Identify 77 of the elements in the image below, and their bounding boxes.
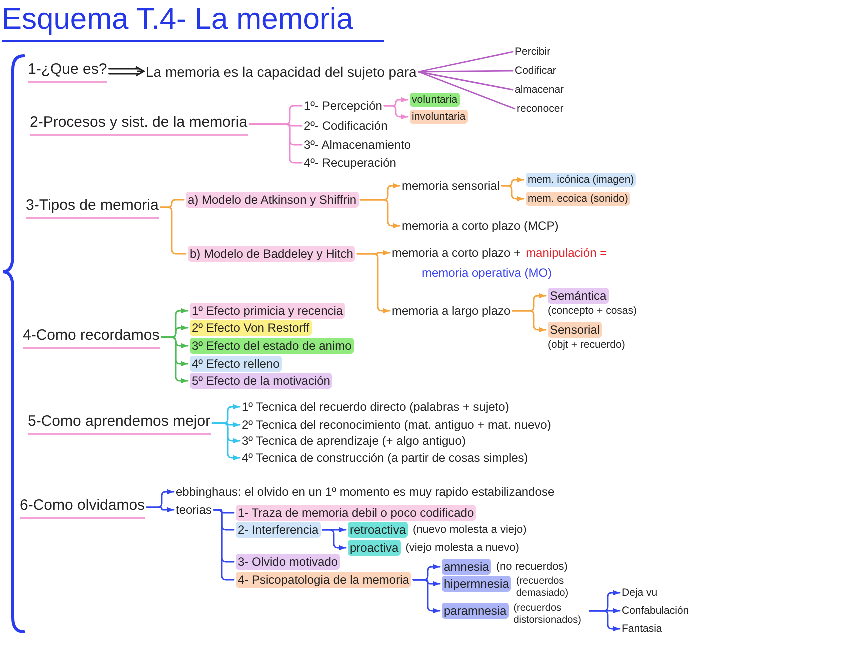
highlighted-label: 4- Psicopatologia de la memoria [236, 572, 412, 588]
item-label: Confabulación [622, 604, 690, 618]
highlighted-label: 2- Interferencia [236, 522, 321, 538]
item-label: 2º Tecnica del reconocimiento (mat. antiguo + mat. nuevo) [242, 417, 552, 433]
brace-connector [589, 610, 621, 632]
brace-connector [412, 579, 441, 614]
definition-text: La memoria es la capacidad del sujeto para [146, 63, 417, 81]
item-label: 4º Tecnica de construcción (a partir de cosas simples) [242, 450, 528, 466]
highlighted-label: retroactiva [348, 522, 408, 538]
connector-line [418, 51, 514, 73]
brace-connector [212, 422, 241, 461]
item-label: 4º- Recuperación [304, 155, 396, 171]
highlighted-label: amnesia [442, 559, 492, 575]
connector-line [418, 71, 516, 110]
brace-connector [248, 124, 303, 164]
item-label: memoria sensorial [402, 178, 500, 194]
connector-line [418, 71, 514, 91]
item-label: manipulación = [526, 245, 608, 261]
highlighted-label: 3º Efecto del estado de animo [190, 338, 354, 354]
brace-connector [213, 509, 235, 581]
item-label: Deja vu [622, 586, 658, 600]
highlighted-label: 1º Efecto primicia y recencia [190, 303, 346, 319]
item-label: memoria a corto plazo + [392, 245, 522, 261]
brace-connector [384, 105, 409, 120]
item-label: memoria a corto plazo (MCP) [402, 218, 559, 234]
note-text: (viejo molesta a nuevo) [406, 541, 520, 556]
item-label: teorias [176, 502, 212, 518]
brace-connector [356, 253, 391, 314]
item-label: reconocer [517, 102, 564, 116]
note-text: (nuevo molesta a viejo) [413, 523, 527, 538]
highlighted-label: mem. ecoica (sonido) [526, 192, 630, 206]
item-label: memoria a largo plazo [392, 303, 511, 319]
brace-connector [512, 310, 547, 333]
highlighted-label: proactiva [348, 540, 401, 556]
highlighted-label: 2º Efecto Von Restorff [190, 320, 312, 336]
item-label: Percibir [515, 45, 551, 59]
item-label: 3º Tecnica de aprendizaje (+ algo antiguo) [242, 433, 466, 449]
brace-connector [161, 336, 189, 384]
note-text: (no recuerdos) [496, 560, 568, 575]
highlighted-label: 1- Traza de memoria debil o poco codificado [236, 505, 476, 521]
section-heading: 6-Como olvidamos [20, 496, 146, 519]
highlighted-label: involuntaria [410, 110, 468, 124]
section-heading: 4-Como recordamos [23, 326, 160, 349]
brace-connector [146, 506, 175, 513]
double-arrow [108, 66, 145, 77]
brace-connector [322, 529, 347, 551]
section-heading: 2-Procesos y sist. de la memoria [30, 113, 248, 136]
highlighted-label: Semántica [548, 288, 609, 304]
brace-connector [501, 185, 525, 202]
section-heading: 3-Tipos de memoria [26, 196, 159, 219]
highlighted-label: mem. icónica (imagen) [526, 173, 636, 187]
highlighted-label: 3- Olvido motivado [236, 554, 340, 570]
section-heading: 1-¿Que es? [28, 60, 108, 83]
note-text: (recuerdos distorsionados) [514, 603, 583, 627]
highlighted-label: paramnesia [442, 603, 509, 619]
item-label: memoria operativa (MO) [422, 265, 552, 281]
highlighted-label: a) Modelo de Atkinson y Shiffrin [186, 192, 359, 208]
item-label: 1º Tecnica del recuerdo directo (palabras + sujeto) [242, 399, 510, 415]
item-label: 3º- Almacenamiento [304, 137, 412, 153]
note-text: (concepto + cosas) [548, 304, 638, 318]
item-label: Codificar [515, 64, 556, 78]
highlighted-label: Sensorial [548, 322, 602, 338]
item-label: almacenar [515, 83, 564, 97]
highlighted-label: b) Modelo de Baddeley y Hitch [188, 246, 356, 262]
item-label: Fantasia [622, 622, 662, 636]
highlighted-label: hipermnesia [442, 576, 512, 592]
title: Esquema T.4- La memoria [2, 2, 384, 42]
item-label: ebbinghaus: el olvido en un 1º momento es muy rapido estabilizandose [176, 484, 555, 500]
brace-connector [360, 199, 401, 229]
highlighted-label: 5º Efecto de la motivación [190, 373, 332, 389]
note-text: (objt + recuerdo) [548, 338, 626, 352]
item-label: 2º- Codificación [304, 118, 388, 134]
section-heading: 5-Como aprendemos mejor [28, 412, 211, 435]
highlighted-label: voluntaria [410, 93, 460, 107]
item-label: 1º- Percepción [304, 98, 382, 114]
note-text: (recuerdos demasiado) [516, 576, 570, 600]
highlighted-label: 4º Efecto relleno [190, 356, 282, 372]
